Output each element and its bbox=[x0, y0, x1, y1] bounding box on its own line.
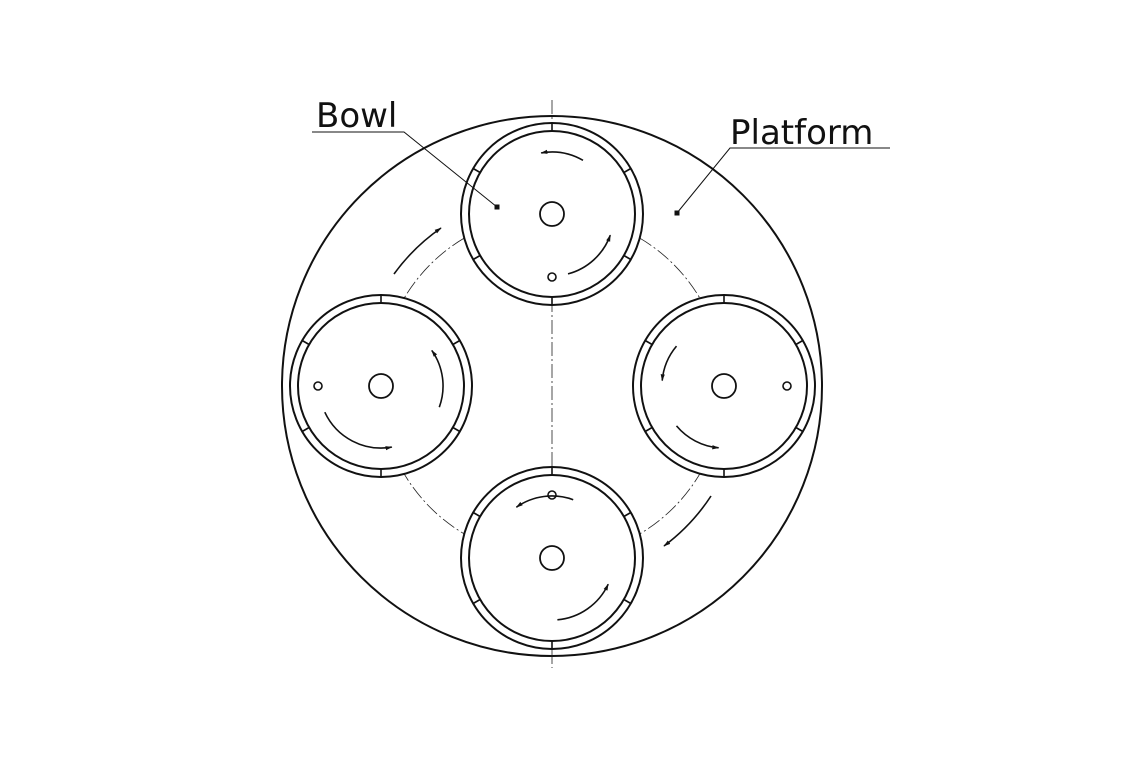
bowl-rim-segment-mark bbox=[301, 426, 310, 433]
bowls-group bbox=[289, 122, 816, 650]
bowl-small-hole bbox=[313, 381, 323, 391]
bowl-rotation-arrow bbox=[431, 349, 444, 408]
bowl-rim-segment-mark bbox=[472, 254, 481, 261]
bowl-top bbox=[460, 122, 644, 306]
bowl-small-hole bbox=[547, 490, 557, 500]
bowl-rotation-arrow bbox=[675, 425, 720, 450]
bowl-left bbox=[289, 294, 473, 478]
bowl-bottom bbox=[460, 466, 644, 650]
bowl-rim-segment-mark bbox=[472, 167, 481, 174]
bowl-center-shaft bbox=[711, 373, 737, 399]
bowl-center-shaft bbox=[539, 545, 565, 571]
platform-label: Platform bbox=[730, 113, 873, 153]
bowl-center-shaft bbox=[368, 373, 394, 399]
bowl-rotation-arrow bbox=[324, 411, 393, 451]
platform-leader-line bbox=[676, 147, 890, 214]
bowl-rim-segment-mark bbox=[452, 426, 461, 433]
bowl-rim-segment-mark bbox=[623, 511, 632, 518]
platform-rotation-arrow-lower bbox=[663, 495, 712, 547]
bowl-leader-line bbox=[312, 131, 498, 208]
bowl-rotation-arrow bbox=[540, 149, 584, 161]
bowl-rotation-arrow bbox=[557, 583, 609, 621]
bowl-right bbox=[632, 294, 816, 478]
bowl-rim-segment-mark bbox=[644, 339, 653, 346]
bowl-rim-segment-mark bbox=[301, 339, 310, 346]
bowl-rim-segment-mark bbox=[795, 339, 804, 346]
bowl-rotation-arrow bbox=[567, 234, 612, 275]
bowl-rim-segment-mark bbox=[452, 339, 461, 346]
bowl-small-hole bbox=[782, 381, 792, 391]
bowl-rim-segment-mark bbox=[472, 511, 481, 518]
bowl-small-hole bbox=[547, 272, 557, 282]
bowl-label: Bowl bbox=[316, 96, 397, 136]
bowl-rim-segment-mark bbox=[472, 598, 481, 605]
bowl-rim-segment-mark bbox=[623, 598, 632, 605]
bowl-rim-segment-mark bbox=[795, 426, 804, 433]
bowl-rotation-arrow bbox=[515, 495, 574, 508]
bowl-rim-segment-mark bbox=[623, 254, 632, 261]
bowl-rim-segment-mark bbox=[644, 426, 653, 433]
bowl-rotation-arrow bbox=[660, 345, 678, 382]
platform-leader-dot bbox=[674, 210, 680, 216]
bowl-rim-segment-mark bbox=[623, 167, 632, 174]
bowl-leader-dot bbox=[494, 204, 500, 210]
platform-rotation-arrow-upper bbox=[393, 227, 442, 275]
bowl-center-shaft bbox=[539, 201, 565, 227]
